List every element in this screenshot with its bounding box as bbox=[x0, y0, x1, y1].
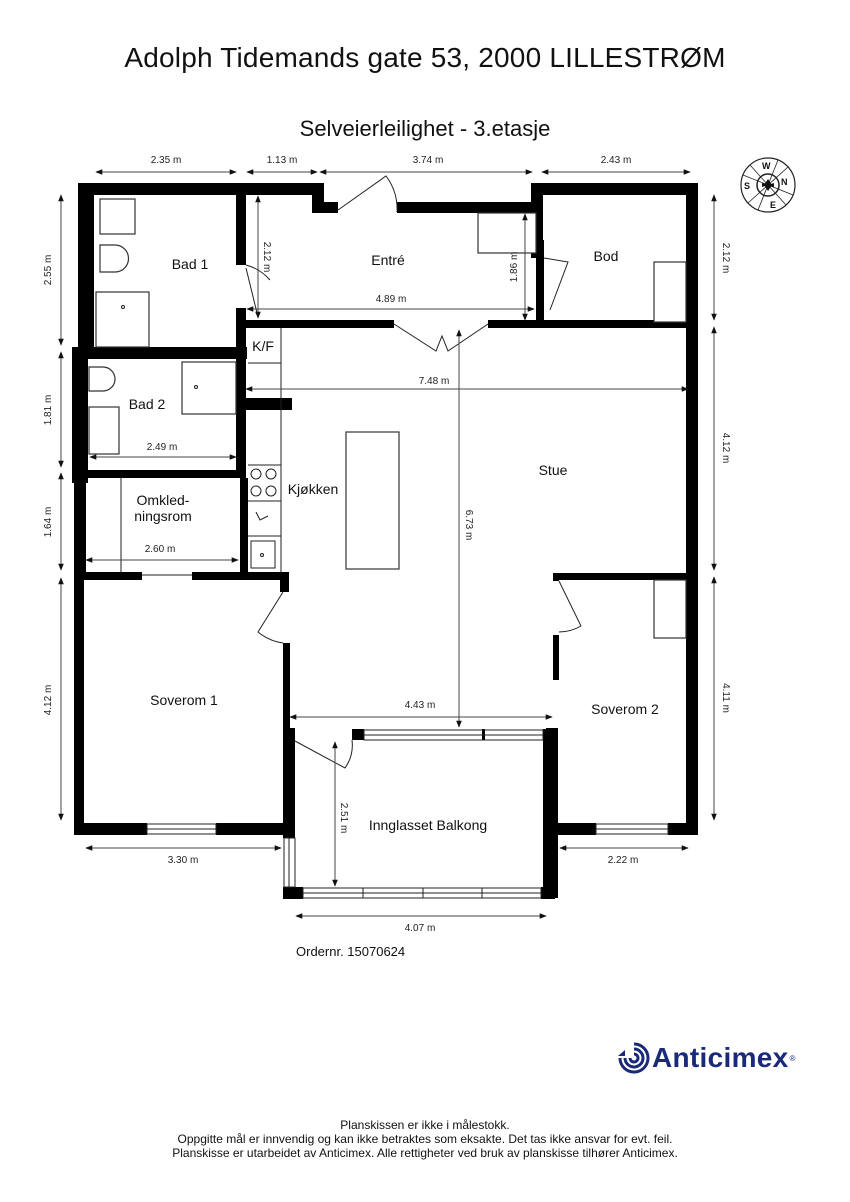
walls bbox=[72, 183, 698, 899]
dim-right-2: 4.12 m bbox=[720, 433, 731, 464]
floor-subtitle: Selveierleilighet - 3.etasje bbox=[299, 116, 551, 141]
doors bbox=[245, 175, 582, 769]
dim-left-3: 1.64 m bbox=[43, 507, 54, 538]
windows bbox=[142, 574, 669, 899]
svg-text:E: E bbox=[770, 200, 776, 210]
sink-icon bbox=[250, 540, 276, 569]
room-bod: Bod bbox=[594, 248, 619, 264]
dim-right-1: 2.12 m bbox=[720, 243, 731, 274]
page-title: Adolph Tidemands gate 53, 2000 LILLESTRØ… bbox=[124, 42, 726, 73]
dim-top-3: 3.74 m bbox=[413, 155, 444, 166]
room-labels: Bad 1 Entré Bod K/F Bad 2 Omkled- ningsr… bbox=[129, 248, 659, 833]
dim-stue-lower-width: 4.43 m bbox=[405, 700, 436, 711]
room-soverom2: Soverom 2 bbox=[591, 701, 659, 717]
svg-text:S: S bbox=[744, 181, 750, 191]
room-kf: K/F bbox=[252, 338, 274, 354]
dim-soverom2-width: 2.22 m bbox=[608, 855, 639, 866]
dim-closet-height: 1.86 m bbox=[509, 252, 520, 283]
disclaimer-line-2: Oppgitte mål er innvendig og kan ikke be… bbox=[177, 1132, 673, 1146]
dim-left-4: 4.12 m bbox=[43, 685, 54, 716]
dim-soverom1-width: 3.30 m bbox=[168, 855, 199, 866]
shower-icon bbox=[181, 361, 237, 415]
dim-omkled-width: 2.60 m bbox=[145, 544, 176, 555]
toilet-icon bbox=[88, 366, 116, 392]
dim-stue-width: 7.48 m bbox=[419, 376, 450, 387]
closet-icon bbox=[477, 212, 537, 254]
disclaimer-line-3: Planskisse er utarbeidet av Anticimex. A… bbox=[172, 1146, 678, 1160]
cabinet-icon bbox=[653, 261, 687, 323]
shower-icon bbox=[95, 291, 150, 348]
svg-text:N: N bbox=[781, 177, 788, 187]
room-soverom1: Soverom 1 bbox=[150, 692, 218, 708]
compass-rose-icon: W N S E bbox=[740, 157, 796, 213]
dim-bad2-width: 2.49 m bbox=[147, 442, 178, 453]
dim-entre-width: 4.89 m bbox=[376, 294, 407, 305]
dim-entre-height: 2.12 m bbox=[261, 242, 272, 273]
room-balkong: Innglasset Balkong bbox=[369, 817, 487, 833]
dimension-labels: 2.35 m 1.13 m 3.74 m 2.43 m 2.55 m 1.81 … bbox=[43, 155, 731, 934]
room-omkled-line1: Omkled- bbox=[137, 492, 190, 508]
dim-left-1: 2.55 m bbox=[43, 255, 54, 286]
disclaimer: Planskissen er ikke i målestokk. Oppgitt… bbox=[0, 1118, 850, 1160]
disclaimer-line-1: Planskissen er ikke i målestokk. bbox=[340, 1118, 510, 1132]
toilet-icon bbox=[99, 244, 130, 273]
dim-top-1: 2.35 m bbox=[151, 155, 182, 166]
room-omkled-line2: ningsrom bbox=[134, 508, 192, 524]
room-kjokken: Kjøkken bbox=[288, 481, 339, 497]
room-stue: Stue bbox=[539, 462, 568, 478]
room-bad1: Bad 1 bbox=[172, 256, 209, 272]
kitchen-island bbox=[345, 431, 400, 570]
bathtub-icon bbox=[88, 406, 120, 455]
room-bad2: Bad 2 bbox=[129, 396, 166, 412]
brand-name: Anticimex bbox=[652, 1042, 789, 1073]
dim-left-2: 1.81 m bbox=[43, 395, 54, 426]
order-number: Ordernr. 15070624 bbox=[296, 944, 406, 959]
room-entre: Entré bbox=[371, 252, 405, 268]
washer-icon bbox=[99, 198, 136, 235]
dim-top-2: 1.13 m bbox=[267, 155, 298, 166]
dim-stue-depth: 6.73 m bbox=[463, 510, 474, 541]
fixtures bbox=[88, 198, 687, 639]
svg-text:W: W bbox=[762, 161, 771, 171]
dimension-lines bbox=[58, 169, 717, 919]
dim-top-4: 2.43 m bbox=[601, 155, 632, 166]
dim-balkong-width: 4.07 m bbox=[405, 923, 436, 934]
wardrobe-icon bbox=[653, 579, 687, 639]
dim-balkong-depth: 2.51 m bbox=[338, 803, 349, 834]
anticimex-logo-icon bbox=[618, 1042, 650, 1074]
dim-right-3: 4.11 m bbox=[720, 683, 731, 713]
registered-mark: ® bbox=[789, 1053, 796, 1063]
stove-icon bbox=[250, 468, 262, 480]
brand-logo: Anticimex® bbox=[616, 1042, 795, 1074]
